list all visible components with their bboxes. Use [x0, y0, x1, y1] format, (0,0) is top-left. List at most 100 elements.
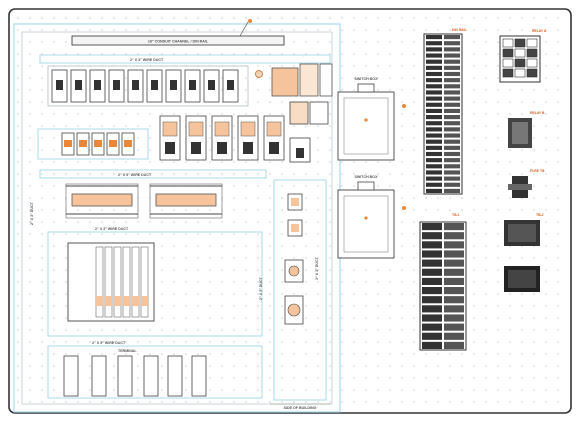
tall-relay: [91, 355, 107, 397]
terminal-right: [444, 121, 460, 126]
callout-tb1: TB-1: [452, 213, 460, 217]
din-rail-strip-lower: [419, 221, 467, 351]
terminal-block-b: [149, 183, 223, 219]
detail-part-1: [499, 35, 541, 83]
terminal-left: [426, 139, 442, 144]
terminal-right: [444, 59, 460, 64]
fuse-duct: [37, 128, 149, 160]
relay-block-a: [271, 67, 299, 97]
bottom-duct-label: 2" X 3" WIRE DUCT: [92, 341, 126, 345]
terminal-left: [422, 332, 442, 340]
fuse-row: [61, 132, 135, 156]
relay-slot-marker: [123, 296, 130, 306]
terminal-right: [444, 341, 464, 349]
terminal-right: [444, 188, 460, 193]
terminal-right: [444, 139, 460, 144]
relay-slot: [113, 246, 122, 318]
terminal-left: [426, 84, 442, 89]
terminal-left: [426, 90, 442, 95]
detail-cell: [526, 58, 538, 68]
terminal-right: [444, 90, 460, 95]
detail-cell: [514, 48, 526, 58]
detail-cell: [526, 38, 538, 48]
relay-slot-marker: [141, 296, 148, 306]
detail-cell: [514, 58, 526, 68]
small-device-2: [287, 219, 303, 237]
switch-box-upper: SWITCH BOX: [337, 77, 406, 161]
fuse-indicator: [124, 140, 132, 147]
right-vertical-duct: [273, 179, 327, 401]
terminal-left: [422, 259, 442, 267]
terminal-right: [444, 241, 464, 249]
relay-slot: [104, 246, 113, 318]
fuse-indicator: [64, 140, 72, 147]
terminal-right: [444, 277, 464, 285]
strip-outline: [423, 33, 463, 195]
contactor-coil: [266, 121, 282, 137]
terminal-left: [426, 53, 442, 58]
side-label-right: 3" X 3" DUCT: [315, 256, 319, 280]
small-device-4: [284, 295, 304, 325]
detail-cell: [502, 58, 514, 68]
terminal-left: [426, 115, 442, 120]
detail-cell: [514, 68, 526, 78]
terminal-right: [444, 65, 460, 70]
terminal-left: [426, 59, 442, 64]
fuse-indicator: [94, 140, 102, 147]
detail-part-2: [508, 118, 532, 148]
terminal-left: [422, 250, 442, 258]
tall-relay: [143, 355, 159, 397]
breaker-handle: [132, 80, 139, 90]
top-wire-duct: [39, 54, 331, 64]
relay-slot-marker: [114, 296, 121, 306]
title-leader: [239, 21, 249, 37]
terminal-right: [444, 287, 464, 295]
terminal-left: [426, 121, 442, 126]
small-device-3: [284, 259, 304, 283]
terminal-left: [426, 96, 442, 101]
terminal-right: [444, 182, 460, 187]
callout-relay-b: RELAY B: [530, 111, 545, 115]
detail-cell: [514, 38, 526, 48]
contactor-coil: [162, 121, 178, 137]
small-device-1: [287, 193, 303, 211]
terminal-label: TERMINAL: [118, 349, 137, 353]
terminal-left: [426, 108, 442, 113]
tall-relay: [63, 355, 79, 397]
contactor-base: [269, 142, 279, 154]
terminal-right: [444, 259, 464, 267]
terminal-right: [444, 151, 460, 157]
detail-part-5: [504, 266, 540, 292]
contactor-coil: [240, 121, 256, 137]
terminal-left: [422, 305, 442, 313]
left-duct-label: 2" X 3" WIRE DUCT: [95, 227, 129, 231]
tall-relay: [167, 355, 183, 397]
terminal-left: [426, 170, 442, 175]
terminal-left: [426, 102, 442, 107]
fuse-indicator: [109, 140, 117, 147]
relay-slot: [122, 246, 131, 318]
terminal-right: [444, 102, 460, 107]
terminal-left: [426, 164, 442, 169]
breaker-handle: [75, 80, 82, 90]
vertical-duct-label: 2" X 3" DUCT: [259, 276, 263, 300]
terminal-right: [444, 305, 464, 313]
bottom-relay-row: [63, 355, 207, 397]
detail-cell: [502, 48, 514, 58]
terminal-left: [426, 47, 442, 52]
relay-slot-marker: [132, 296, 139, 306]
terminal-right: [444, 332, 464, 340]
terminal-left: [426, 71, 442, 77]
backpanel-inner: [21, 31, 333, 405]
terminal-right: [444, 71, 460, 77]
terminal-left: [426, 158, 442, 163]
terminal-left: [426, 176, 442, 181]
terminal-left: [422, 232, 442, 240]
detail-cell: [526, 68, 538, 78]
terminal-left: [426, 78, 442, 83]
terminal-left: [426, 127, 442, 132]
terminal-left: [422, 323, 442, 331]
breaker-handle: [56, 80, 63, 90]
bottom-label: SIDE OF BUILDING: [284, 406, 317, 410]
